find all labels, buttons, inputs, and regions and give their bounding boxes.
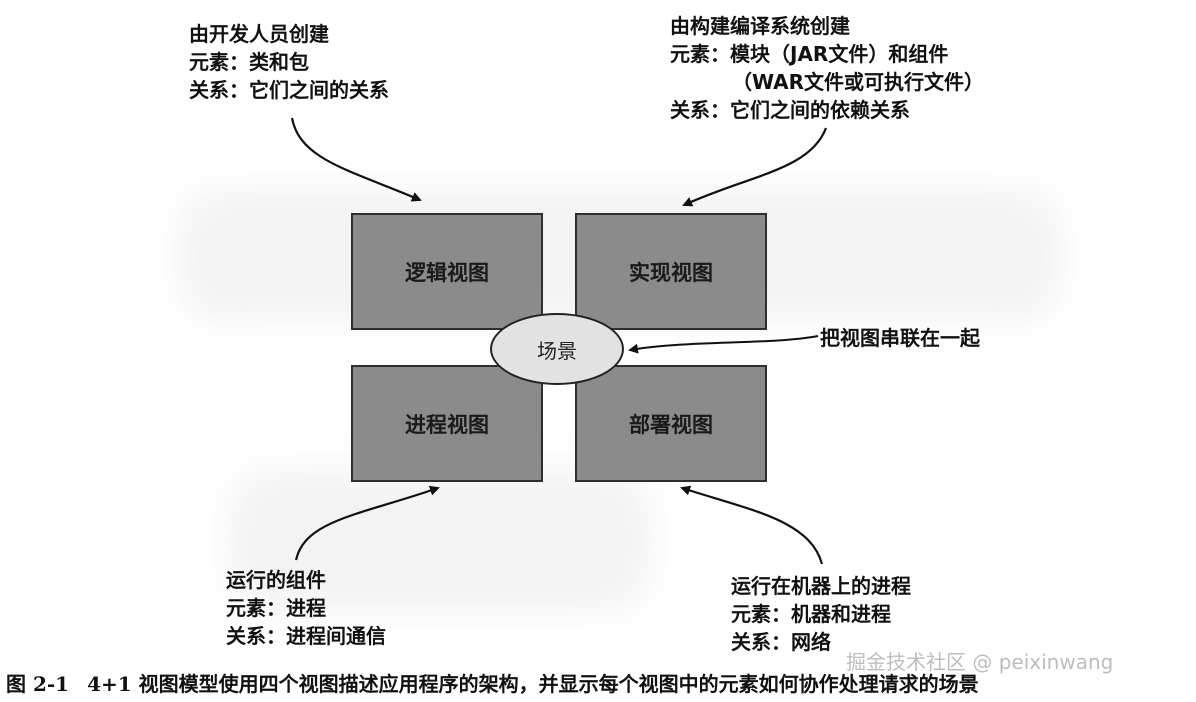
arrow-bottom-left [294, 485, 440, 561]
annotation-line: 运行的组件 [226, 568, 326, 592]
annotation-implementation: 由构建编译系统创建 元素：模块（JAR文件）和组件 （WAR文件或可执行文件） … [670, 12, 984, 124]
scenario-description: 把视图串联在一起 [820, 326, 980, 350]
annotation-line: 由构建编译系统创建 [670, 14, 850, 38]
annotation-line: 关系：它们之间的依赖关系 [670, 98, 910, 122]
annotation-line: （WAR文件或可执行文件） [732, 70, 985, 94]
deployment-view-label: 部署视图 [629, 412, 713, 437]
logical-view-box: 逻辑视图 [351, 213, 543, 330]
annotation-line: 元素：模块（JAR文件）和组件 [670, 42, 949, 66]
deployment-view-box: 部署视图 [575, 365, 767, 482]
implementation-view-label: 实现视图 [629, 260, 713, 285]
arrow-top-left [290, 117, 422, 202]
annotation-line: 关系：网络 [731, 630, 831, 654]
annotation-line: 运行在机器上的进程 [731, 574, 911, 598]
annotation-line: 由开发人员创建 [189, 22, 329, 46]
scenario-label: 场景 [537, 338, 577, 363]
annotation-process: 运行的组件 元素：进程 关系：进程间通信 [226, 566, 386, 650]
figure-caption-text: 4+1 视图模型使用四个视图描述应用程序的架构，并显示每个视图中的元素如何协作处… [87, 672, 979, 696]
arrow-top-right [682, 127, 828, 207]
arrow-bottom-right [680, 485, 824, 565]
implementation-view-box: 实现视图 [575, 213, 767, 330]
process-view-label: 进程视图 [405, 412, 489, 437]
logical-view-label: 逻辑视图 [405, 260, 489, 285]
watermark: 掘金技术社区 @ peixinwang [846, 650, 1114, 674]
annotation-line: 元素：机器和进程 [731, 602, 891, 626]
annotation-line: 元素：类和包 [189, 50, 309, 74]
annotation-line: 元素：进程 [226, 596, 326, 620]
scenario-ellipse: 场景 [490, 313, 624, 385]
annotation-line: 关系：它们之间的关系 [189, 78, 389, 102]
scan-smudge [230, 470, 650, 610]
figure-caption: 图 2-1 4+1 视图模型使用四个视图描述应用程序的架构，并显示每个视图中的元素… [6, 668, 979, 697]
process-view-box: 进程视图 [351, 365, 543, 482]
arrow-scenario [628, 335, 819, 354]
annotation-logical: 由开发人员创建 元素：类和包 关系：它们之间的关系 [189, 20, 389, 104]
figure-number: 图 2-1 [6, 672, 70, 696]
annotation-line: 关系：进程间通信 [226, 624, 386, 648]
annotation-deployment: 运行在机器上的进程 元素：机器和进程 关系：网络 [731, 572, 911, 656]
